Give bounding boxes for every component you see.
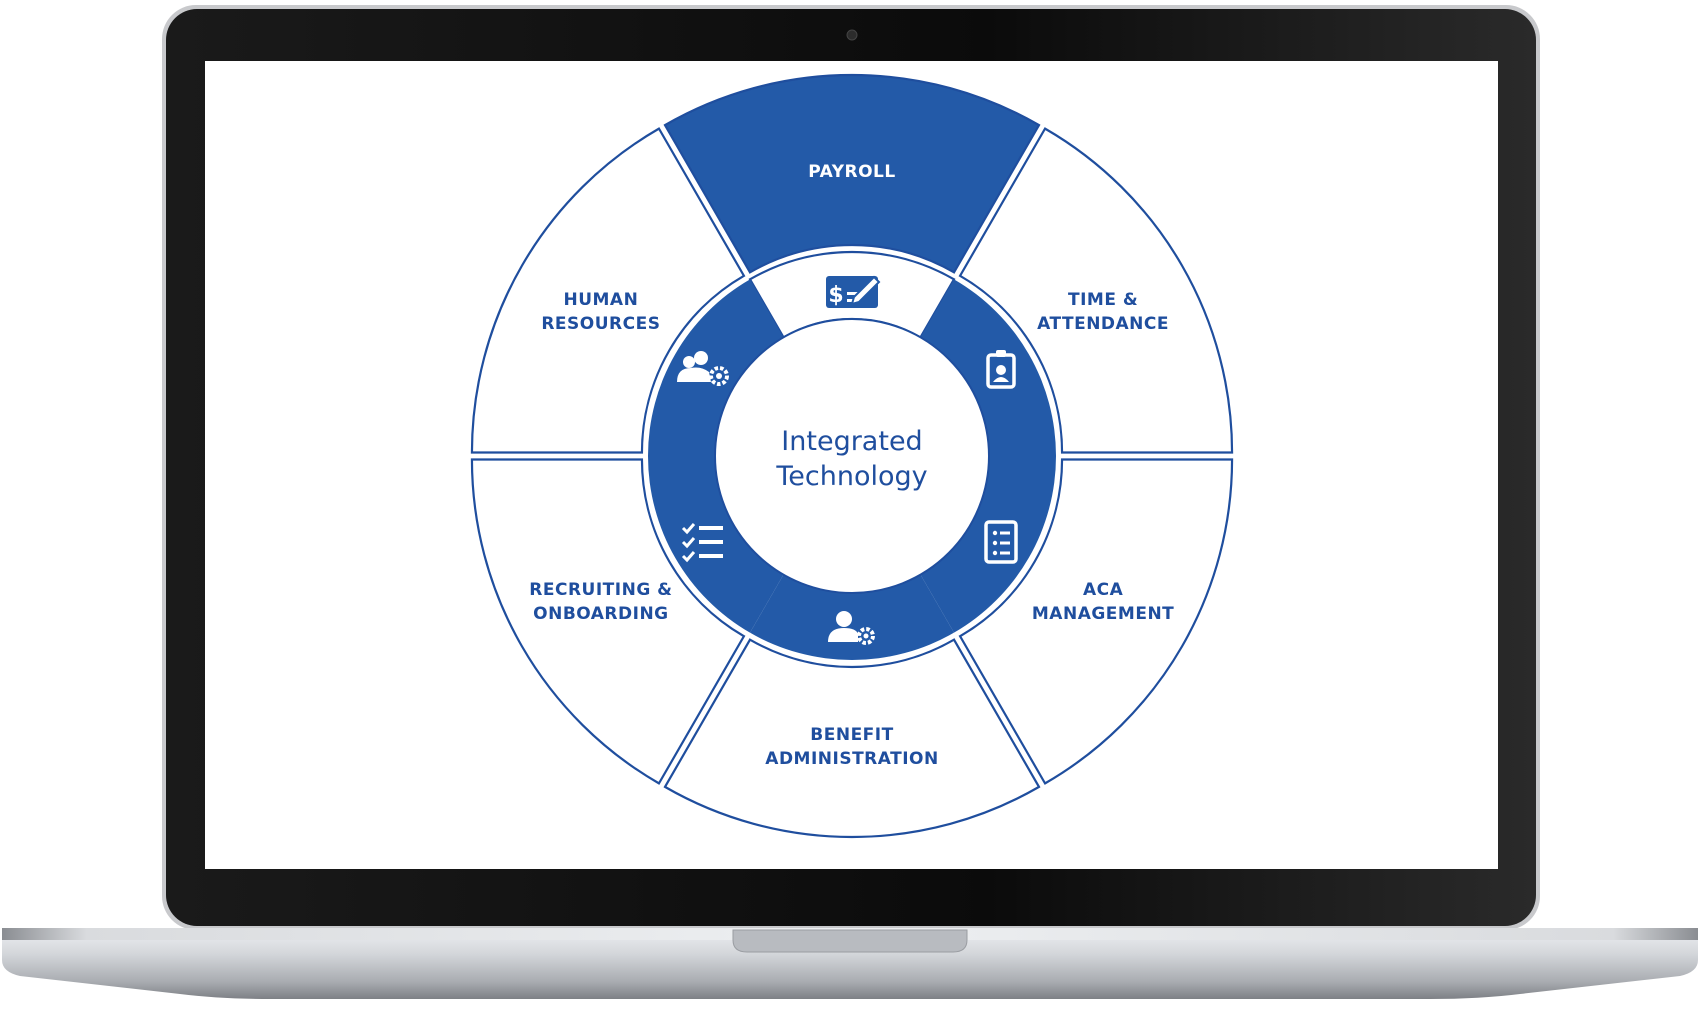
checklist-clipboard-icon: [984, 520, 1018, 564]
label-benefit-line2: ADMINISTRATION: [765, 749, 938, 769]
center-circle: [714, 318, 990, 594]
segment-hr[interactable]: [470, 127, 746, 454]
segment-benefit[interactable]: [663, 638, 1041, 839]
label-aca-line1: ACA: [1083, 580, 1124, 600]
label-recruiting-line1: RECRUITING &: [529, 580, 672, 600]
trackpad-notch: [732, 929, 968, 953]
label-payroll-line1: PAYROLL: [808, 162, 895, 182]
dollar-check-pen-icon: $: [826, 275, 881, 308]
label-time-line1: TIME &: [1068, 290, 1138, 310]
segment-aca[interactable]: [958, 458, 1234, 785]
id-badge-icon: [986, 350, 1016, 389]
ring-sector-benefit: [750, 574, 954, 661]
laptop-base: [2, 930, 1698, 999]
ring-sector-recruiting: [648, 456, 784, 633]
label-recruiting-line2: ONBOARDING: [533, 604, 669, 624]
segment-payroll[interactable]: [663, 73, 1041, 274]
webcam: [846, 29, 858, 41]
label-benefit-line1: BENEFIT: [810, 725, 893, 745]
task-list-icon: [681, 523, 723, 563]
center-title-line2: Technology: [775, 461, 927, 492]
ring-sector-aca: [920, 456, 1056, 633]
label-hr-line2: RESOURCES: [541, 314, 660, 334]
segment-recruiting[interactable]: [470, 458, 746, 785]
segment-time[interactable]: [958, 127, 1234, 454]
svg-text:$: $: [828, 283, 843, 308]
label-hr-line1: HUMAN: [563, 290, 638, 310]
center-title-line1: Integrated: [781, 426, 922, 457]
label-time-line2: ATTENDANCE: [1037, 314, 1169, 334]
user-gear-icon: [828, 611, 875, 645]
label-aca-line2: MANAGEMENT: [1032, 604, 1174, 624]
group-gear-icon: [677, 351, 729, 386]
